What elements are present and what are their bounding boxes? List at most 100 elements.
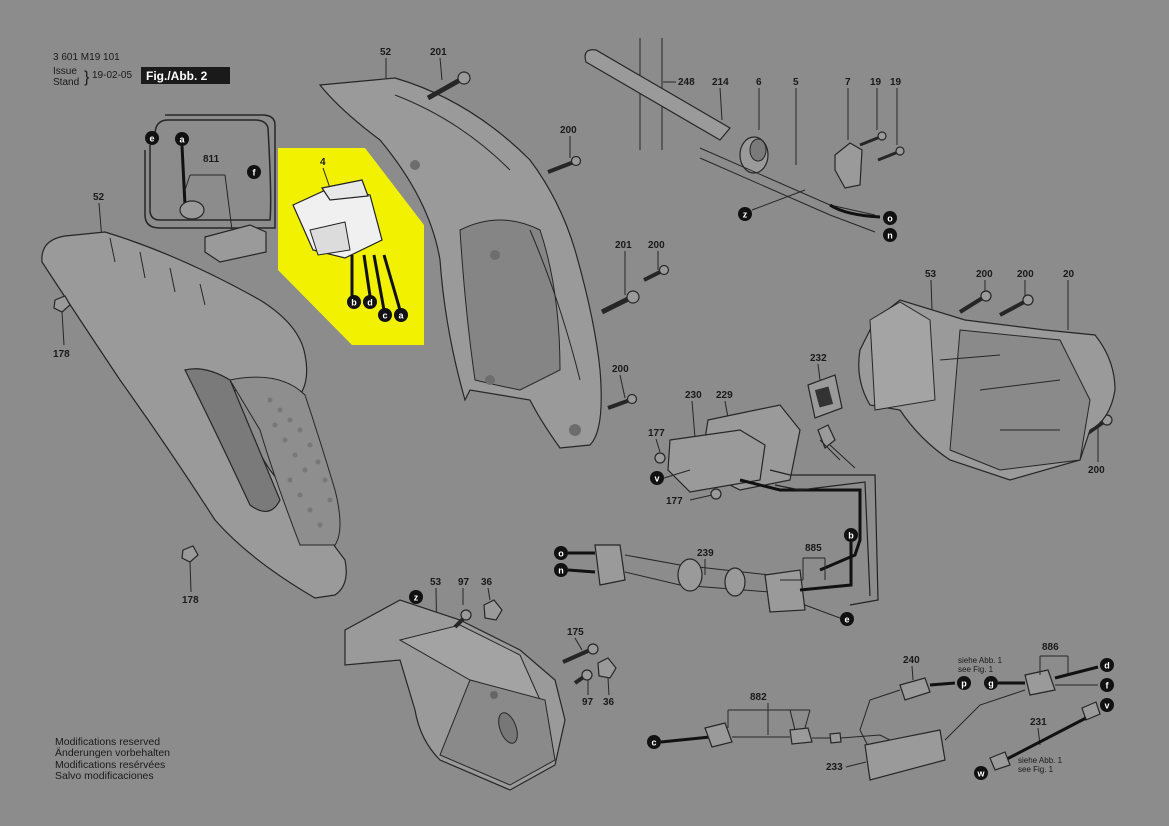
callout-c [647,735,661,749]
modifications-de: Änderungen vorbehalten [55,747,170,759]
part-label-248: 248 [678,77,695,88]
clamp-part [834,142,863,189]
part-label-175: 175 [567,627,584,638]
footer-notes: Modifications reserved Änderungen vorbeh… [55,736,170,782]
part-label-200: 200 [1017,269,1034,280]
callout-b [844,528,858,542]
nut-part [181,545,199,563]
callout-w [974,766,988,780]
part-label-19: 19 [890,77,902,88]
handle-half-right: 52 201 200 201 200 200 [318,47,670,449]
callout-v [650,471,664,485]
callout-text: a [179,135,185,145]
header-block: 3 601 M19 101 Issue Stand } 19-02-05 Fig… [53,52,230,88]
figure-label-box [141,67,230,84]
part-label-36: 36 [603,697,615,708]
screw-part [426,71,471,101]
part-label-97: 97 [458,577,470,588]
callout-text: e [149,134,154,144]
cable-811-group: e a f 811 [144,114,276,263]
part-label-5: 5 [793,77,799,88]
screw-part [600,290,640,315]
part-label-177: 177 [666,496,683,507]
reference-note: see Fig. 1 [1018,765,1054,774]
part-label-240: 240 [903,655,920,666]
callout-v [1100,698,1114,712]
callout-d [363,295,377,309]
part-label-233: 233 [826,762,843,773]
modifications-fr: Modifications resérvées [55,759,165,771]
electronics-group: 232 230 229 177 177 v [648,353,879,606]
ferrite-part [677,558,703,592]
callout-text: g [988,679,994,689]
capacitor-233 [864,729,946,781]
stand-label: Stand [53,77,79,88]
callout-o [883,211,897,225]
part-label-201: 201 [615,240,632,251]
switch-wire-a [382,254,402,311]
callout-o [554,546,568,560]
callout-text: f [253,168,257,178]
part-label-20: 20 [1063,269,1075,280]
part-label-200: 200 [560,125,577,136]
reference-note: see Fig. 1 [958,665,994,674]
suppressor-block [204,224,267,263]
callout-text: n [887,231,893,241]
part-label-239: 239 [697,548,714,559]
callout-text: v [1104,701,1109,711]
motor-housing-bottom: z 53 97 36 175 97 36 [344,577,617,791]
motor-housing-top: 53 200 200 20 200 [858,269,1116,481]
part-label-886: 886 [1042,642,1059,653]
part-label-201: 201 [430,47,447,58]
part-label-36: 36 [481,577,493,588]
part-label-214: 214 [712,77,729,88]
part-label-19: 19 [870,77,882,88]
callout-n [883,228,897,242]
callout-a [175,132,189,146]
wiring-bottom: 240 p siehe Abb. 1 see Fig. 1 g 886 d f … [647,642,1114,781]
callout-a [394,308,408,322]
leader-line [322,167,331,189]
part-label-200: 200 [1088,465,1105,476]
callout-z [409,590,423,604]
part-label-4: 4 [320,157,326,168]
header-brace: } [84,69,90,86]
part-label-53: 53 [430,577,442,588]
modifications-en: Modifications reserved [55,736,160,748]
modifications-es: Salvo modificaciones [55,770,154,782]
callout-text: o [558,549,564,559]
callout-e [145,131,159,145]
part-label-97: 97 [582,697,594,708]
grip-dots [267,397,333,528]
nut-part [53,295,71,313]
highlight-switch-group: 4 b d c a [278,148,424,345]
cable-assembly: 248 214 6 5 o n z 7 19 19 [584,38,905,242]
part-label-230: 230 [685,390,702,401]
part-label-882: 882 [750,692,767,703]
electronics-230 [667,429,766,493]
part-label-200: 200 [648,240,665,251]
terminal-part [764,569,806,613]
callout-text: d [367,298,373,308]
reference-note: siehe Abb. 1 [958,656,1003,665]
drawing-number: 3 601 M19 101 [53,52,120,63]
part-label-7: 7 [845,77,851,88]
screw-part [607,393,638,410]
part-label-52: 52 [93,192,105,203]
callout-text: c [382,311,387,321]
callout-text: d [1104,661,1110,671]
callout-f [1100,678,1114,692]
callout-text: f [1106,681,1110,691]
callout-text: c [651,738,656,748]
callout-b [347,295,361,309]
part-label-200: 200 [612,364,629,375]
part-label-178: 178 [182,595,199,606]
callout-p [957,676,971,690]
part-label-178: 178 [53,349,70,360]
part-label-229: 229 [716,390,733,401]
reference-note: siehe Abb. 1 [1018,756,1063,765]
callout-text: n [558,566,564,576]
part-label-53: 53 [925,269,937,280]
callout-z [738,207,752,221]
